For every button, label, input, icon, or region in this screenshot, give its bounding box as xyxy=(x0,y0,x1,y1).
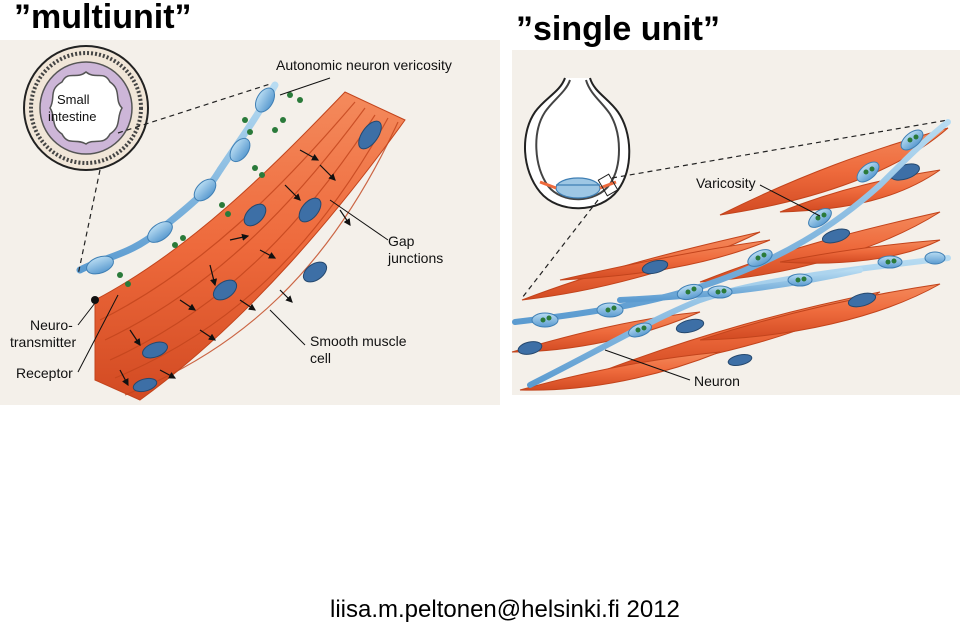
gap-junction-arrows xyxy=(119,149,351,387)
varicosities-left xyxy=(86,87,275,275)
label-smooth-2: cell xyxy=(310,350,331,366)
title-multiunit: ”multiunit” xyxy=(14,0,192,36)
leader-lines-right xyxy=(604,184,821,381)
inset-label-intestine: intestine xyxy=(48,109,96,124)
label-neuron: Neuron xyxy=(694,373,740,389)
zoom-lines-right xyxy=(521,119,949,299)
receptor-dot xyxy=(91,296,99,304)
label-autonomic-neuron: Autonomic neuron vericosity xyxy=(276,57,452,73)
muscle-nuclei-left xyxy=(132,120,382,393)
footer-credit: liisa.m.peltonen@helsinki.fi 2012 xyxy=(330,596,680,623)
organ-inset xyxy=(524,77,631,210)
autonomic-neuron-left xyxy=(76,81,303,304)
neurotransmitter-dots-right xyxy=(540,134,919,333)
muscle-bundle-left xyxy=(94,91,406,401)
multiunit-panel: Small intestine Autonomic neuron vericos… xyxy=(0,40,500,405)
label-gap-2: junctions xyxy=(387,250,443,266)
small-intestine-inset xyxy=(23,45,149,171)
title-single-unit: ”single unit” xyxy=(516,10,720,48)
muscle-cells-right xyxy=(511,127,949,391)
inset-label-small: Small xyxy=(57,92,90,107)
label-varicosity: Varicosity xyxy=(696,175,756,191)
neurotransmitter-dots-left xyxy=(117,92,303,287)
leader-lines-left xyxy=(77,77,389,373)
label-receptor: Receptor xyxy=(16,365,73,381)
label-neuro-1: Neuro- xyxy=(30,317,73,333)
single-unit-panel: Varicosity Neuron xyxy=(511,50,960,395)
label-gap-1: Gap xyxy=(388,233,415,249)
label-neuro-2: transmitter xyxy=(10,334,76,350)
label-smooth-1: Smooth muscle xyxy=(310,333,407,349)
